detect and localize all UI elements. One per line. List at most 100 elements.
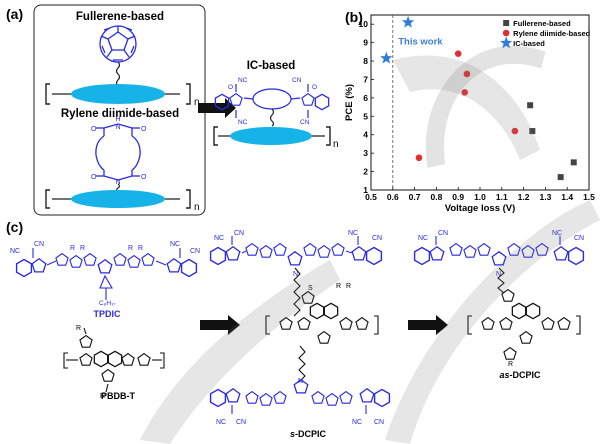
- tpdic-structure-icon: [15, 248, 198, 300]
- atom-cn: CN: [292, 77, 302, 84]
- fullerene-point: [557, 174, 564, 181]
- panel-a: (a) Fullerene-based n Rylene diimide-bas…: [6, 4, 339, 216]
- legend-entry: Rylene diimide-based: [513, 29, 591, 38]
- atom-cn: CN: [300, 119, 310, 126]
- y-tick-label: 5: [363, 111, 368, 121]
- y-tick-label: 7: [363, 74, 368, 84]
- atom-s: S: [308, 285, 313, 292]
- atom-o: O: [228, 84, 233, 91]
- ic-star-point: [401, 15, 415, 28]
- atom-r: R: [138, 245, 143, 252]
- x-tick-label: 0.5: [365, 192, 377, 202]
- watermark-arc: [425, 45, 546, 168]
- watermark-overlay: [140, 55, 600, 444]
- rylene-point: [461, 89, 469, 96]
- x-tick-label: 0.7: [409, 192, 421, 202]
- y-tick-label: 3: [363, 148, 368, 158]
- y-axis-label: PCE (%): [344, 84, 355, 121]
- panel-c-label: (c): [6, 219, 23, 235]
- x-tick-label: 1.5: [583, 192, 595, 202]
- atom-n-top: N: [115, 124, 120, 131]
- rylene-point: [415, 154, 423, 162]
- y-tick-label: 6: [363, 93, 368, 103]
- atom-o: O: [91, 126, 97, 133]
- fullerene-ball-icon: [99, 25, 137, 63]
- pbdbt-label: PBDB-T: [101, 391, 135, 401]
- reaction-arrow: [200, 315, 240, 335]
- x-tick-label: 0.6: [387, 192, 399, 202]
- alkyl-chain-label: C₈H₁₇: [99, 300, 116, 307]
- y-tick-label: 1: [363, 185, 368, 195]
- tpdic-label: TPDIC: [94, 309, 122, 319]
- atom-nc: NC: [238, 119, 248, 126]
- atom-r: R: [80, 245, 85, 252]
- y-tick-label: 8: [363, 56, 368, 66]
- atom-r: R: [128, 245, 133, 252]
- atom-r: R: [76, 325, 81, 332]
- rylene-point: [511, 127, 519, 135]
- atom-nc: NC: [10, 248, 20, 255]
- atom-n-bottom: N: [115, 179, 120, 186]
- polymer-ellipse: [71, 190, 165, 208]
- repeat-brackets: [45, 83, 191, 105]
- legend-swatch: [503, 20, 510, 26]
- ic-title: IC-based: [247, 60, 296, 72]
- x-tick-label: 0.9: [452, 192, 464, 202]
- atom-n: N: [496, 271, 501, 278]
- repeat-n: n: [194, 202, 200, 213]
- panel-c: (c) NC CN NC CN R R R R C₈H₁₇: [6, 219, 584, 439]
- as-dcpic-structure-icon: [413, 236, 585, 360]
- repeat-brackets: [45, 189, 191, 209]
- repeat-n: n: [194, 97, 200, 108]
- linker-squiggle: [115, 61, 121, 86]
- atom-nc: NC: [352, 419, 362, 426]
- atom-nc: NC: [552, 230, 562, 237]
- pbdbt-structure-icon: [63, 327, 165, 393]
- atom-cn: CN: [374, 419, 384, 426]
- reaction-arrow: [408, 315, 448, 335]
- x-tick-label: 1.4: [561, 192, 573, 202]
- atom-nc: NC: [348, 230, 358, 237]
- atom-nc: NC: [214, 235, 224, 242]
- y-tick-label: 4: [363, 130, 368, 140]
- x-tick-label: 0.8: [430, 192, 442, 202]
- atom-cn: CN: [574, 235, 584, 242]
- atom-r: R: [336, 283, 341, 290]
- legend-swatch: [500, 36, 513, 49]
- legend-entry: Fullerene-based: [513, 19, 571, 28]
- x-tick-label: 1.2: [518, 192, 530, 202]
- s-dcpic-structure-icon: [209, 236, 391, 414]
- atom-cn: CN: [34, 241, 44, 248]
- atom-n: N: [293, 271, 298, 278]
- legend-swatch: [502, 29, 510, 37]
- this-work-annotation: This work: [398, 36, 443, 47]
- repeat-n: n: [333, 139, 339, 150]
- rylene-diimide-icon: [95, 123, 141, 181]
- atom-cn: CN: [236, 419, 246, 426]
- atom-r: R: [70, 245, 75, 252]
- atom-o: O: [91, 174, 97, 181]
- y-tick-label: 2: [363, 167, 368, 177]
- panel-a-label: (a): [6, 6, 23, 22]
- atom-cn: CN: [234, 230, 244, 237]
- ic-star-point: [380, 51, 393, 64]
- y-tick-label: 9: [363, 38, 368, 48]
- x-tick-label: 1.1: [496, 192, 508, 202]
- atom-r: R: [508, 361, 513, 368]
- polymer-ellipse: [230, 127, 312, 145]
- atom-cn: CN: [190, 248, 200, 255]
- panel-b-label: (b): [345, 9, 363, 25]
- ic-acceptor-icon: [214, 84, 330, 118]
- x-axis-label: Voltage loss (V): [445, 203, 516, 214]
- atom-nc: NC: [238, 77, 248, 84]
- fullerene-title: Fullerene-based: [76, 11, 164, 23]
- atom-o: O: [312, 84, 317, 91]
- atom-cn: CN: [438, 230, 448, 237]
- linker-squiggle: [269, 108, 275, 127]
- y-tick-label: 10: [359, 19, 369, 29]
- x-tick-label: 1.0: [474, 192, 486, 202]
- atom-o: O: [141, 126, 147, 133]
- atom-o: O: [141, 174, 147, 181]
